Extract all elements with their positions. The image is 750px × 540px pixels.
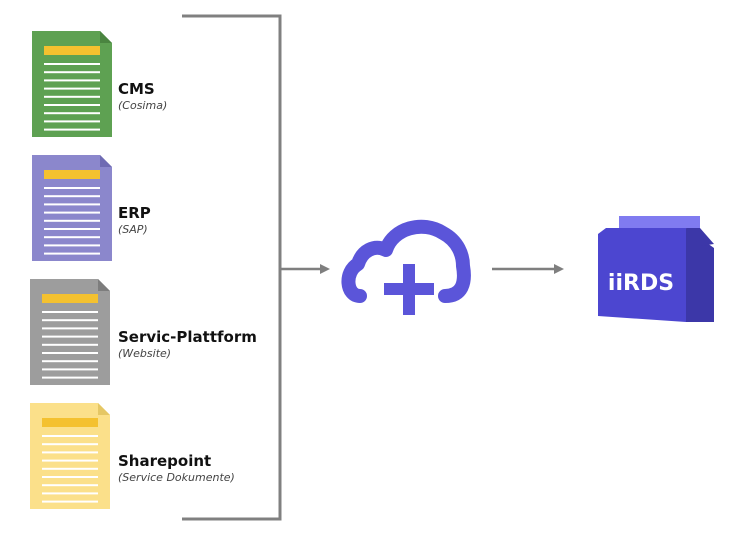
source-detail: (Cosima) xyxy=(118,99,168,112)
document-icon xyxy=(30,403,110,509)
document-header-bar xyxy=(44,170,100,179)
document-fold xyxy=(100,31,112,43)
document-text-line xyxy=(42,451,98,454)
source-detail: (SAP) xyxy=(118,223,148,236)
source-name: Servic-Plattform xyxy=(118,328,257,346)
source-label-sharepoint: Sharepoint (Service Dokumente) xyxy=(118,452,235,485)
document-header-bar xyxy=(44,46,100,55)
document-fold xyxy=(100,155,112,167)
document-fold xyxy=(98,279,110,291)
document-text-line xyxy=(42,335,98,338)
document-text-line xyxy=(42,360,98,363)
document-text-line xyxy=(42,311,98,313)
document-body xyxy=(32,31,112,137)
arrow-to-cloud xyxy=(280,264,330,274)
document-text-line xyxy=(44,228,100,230)
document-text-line xyxy=(42,327,98,330)
document-text-line xyxy=(44,63,100,65)
document-text-line xyxy=(42,435,98,437)
iirds-label: iiRDS xyxy=(608,271,674,296)
document-text-line xyxy=(44,203,100,206)
document-text-line xyxy=(42,352,98,354)
document-text-line xyxy=(44,104,100,106)
document-text-line xyxy=(44,87,100,90)
source-label-service-platform: Servic-Plattform (Website) xyxy=(118,328,257,361)
document-text-line xyxy=(42,500,98,503)
document-text-line xyxy=(44,120,100,123)
document-text-line xyxy=(44,71,100,74)
document-header-bar xyxy=(42,294,98,303)
document-icon xyxy=(32,155,112,261)
document-text-line xyxy=(44,112,100,115)
document-fold xyxy=(98,403,110,415)
source-name: ERP xyxy=(118,204,151,222)
document-header-bar xyxy=(42,418,98,427)
document-icon xyxy=(30,279,110,385)
document-text-line xyxy=(42,484,98,487)
document-text-line xyxy=(44,219,100,222)
source-name: CMS xyxy=(118,80,155,98)
document-text-line xyxy=(44,244,100,247)
document-body xyxy=(32,155,112,261)
source-detail: (Website) xyxy=(118,347,172,360)
source-name: Sharepoint xyxy=(118,452,212,470)
document-text-line xyxy=(42,476,98,478)
document-text-line xyxy=(42,368,98,371)
document-body xyxy=(30,279,110,385)
document-text-line xyxy=(42,443,98,446)
cloud-plus-icon xyxy=(341,219,471,315)
document-text-line xyxy=(42,467,98,470)
document-icon xyxy=(32,31,112,137)
arrow-to-iirds xyxy=(492,264,564,274)
source-detail: (Service Dokumente) xyxy=(118,471,235,484)
document-text-line xyxy=(44,79,100,82)
package-box-icon xyxy=(598,216,714,322)
document-text-line xyxy=(44,211,100,214)
document-text-line xyxy=(44,195,100,198)
document-text-line xyxy=(44,187,100,189)
document-text-line xyxy=(42,492,98,495)
source-label-erp: ERP (SAP) xyxy=(118,204,151,237)
document-text-line xyxy=(42,376,98,379)
bracket-line xyxy=(182,14,282,521)
document-text-line xyxy=(42,459,98,462)
source-label-cms: CMS (Cosima) xyxy=(118,80,167,113)
document-text-line xyxy=(42,343,98,346)
document-text-line xyxy=(44,236,100,239)
document-text-line xyxy=(44,95,100,98)
document-text-line xyxy=(44,128,100,131)
document-text-line xyxy=(42,319,98,322)
document-text-line xyxy=(44,252,100,255)
document-body xyxy=(30,403,110,509)
